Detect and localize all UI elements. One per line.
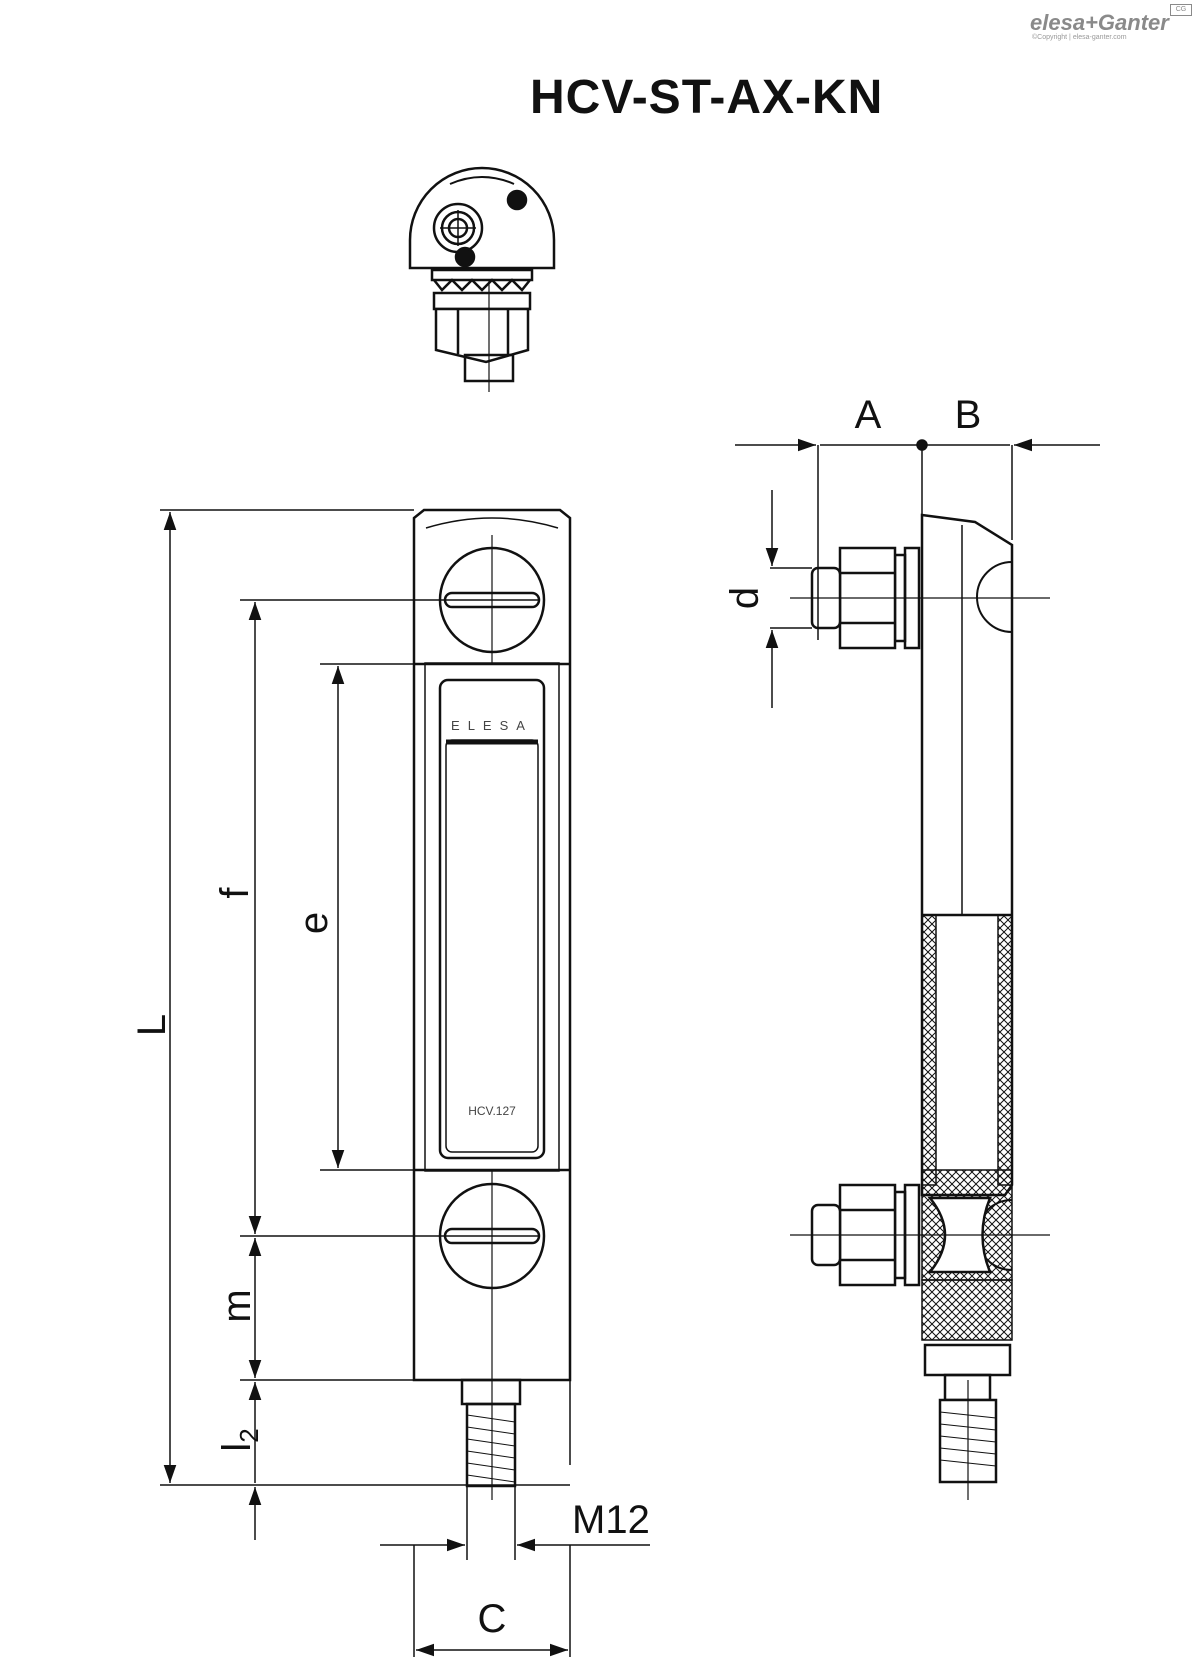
dimension-lines <box>160 438 1100 1657</box>
logo-copyright: ©Copyright | elesa-ganter.com <box>1032 34 1127 41</box>
dim-label-L: L <box>130 1014 174 1036</box>
dim-label-f: f <box>213 887 257 899</box>
dim-label-e: e <box>292 912 336 934</box>
brand-logo: elesa+Ganter <box>1030 10 1169 35</box>
front-view <box>412 508 572 1500</box>
side-view <box>790 513 1050 1500</box>
window-code: HCV.127 <box>468 1104 516 1118</box>
dim-label-C: C <box>478 1597 507 1641</box>
dim-label-d: d <box>723 587 767 609</box>
window-brand: ELESA <box>451 718 533 733</box>
dim-label-l2: l2 <box>215 1428 264 1451</box>
top-view <box>408 166 556 392</box>
dim-label-m: m <box>215 1289 259 1322</box>
drawing-title: HCV-ST-AX-KN <box>530 71 884 124</box>
dim-label-A: A <box>855 393 882 437</box>
logo-badge: CG <box>1170 4 1192 16</box>
dim-label-B: B <box>955 393 982 437</box>
dim-label-M12: M12 <box>572 1498 650 1542</box>
